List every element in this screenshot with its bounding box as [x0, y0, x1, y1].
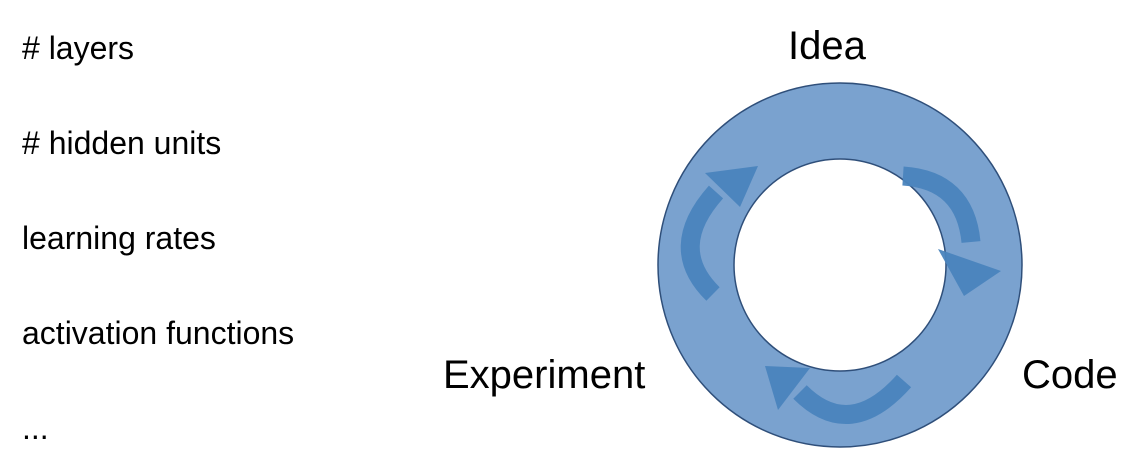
hyperparameter-layers: # layers: [22, 30, 135, 66]
hyperparameter-learning-rates: learning rates: [22, 220, 216, 256]
clockwise-arrow-icon: [765, 366, 912, 424]
stage-label-experiment: Experiment: [443, 353, 646, 397]
stage-label-idea: Idea: [788, 24, 866, 68]
hyperparameter-hidden-units: # hidden units: [22, 125, 222, 161]
clockwise-arrow-icon: [680, 166, 758, 301]
cycle-ring-inner-edge: [733, 158, 947, 372]
stage-label-code: Code: [1022, 353, 1118, 397]
hyperparameter-activation-functions: activation functions: [22, 315, 295, 351]
hyperparameter-more: ...: [22, 410, 49, 446]
hyperparameter-list: # layers # hidden units learning rates a…: [0, 0, 420, 474]
clockwise-arrow-icon: [902, 166, 1001, 296]
